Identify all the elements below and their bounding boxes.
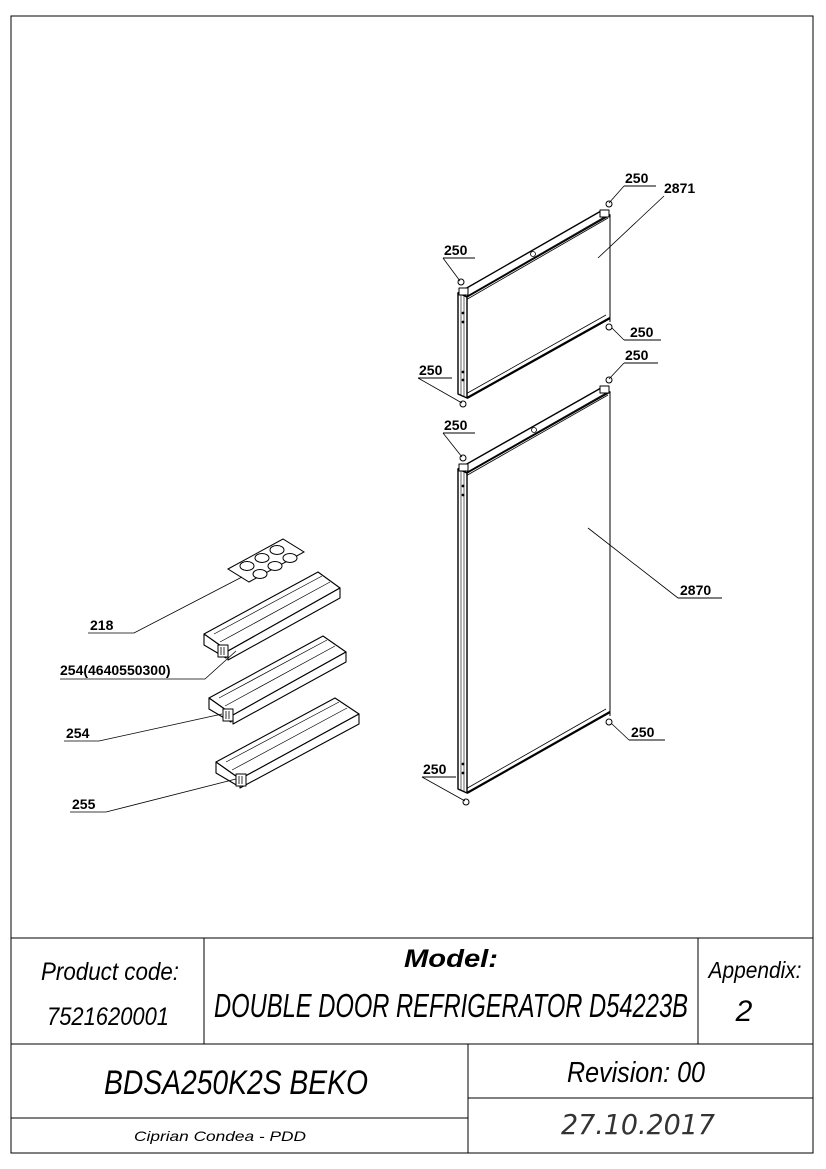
revision: Revision: 00: [567, 1057, 705, 1089]
author: Ciprian Condea - PDD: [134, 1128, 306, 1144]
callout-218: 218: [90, 617, 114, 633]
callout-2870: 2870: [680, 582, 711, 598]
product-code-value: 7521620001: [47, 1003, 169, 1031]
callout-255: 255: [72, 796, 96, 812]
callout-underlines: [418, 185, 722, 778]
leader-lines: [60, 185, 679, 813]
egg-tray: [227, 538, 305, 583]
brand-code: BDSA250K2S BEKO: [104, 1064, 368, 1102]
appendix-value: 2: [735, 995, 753, 1028]
callout-250-fridge-top-left: 250: [444, 417, 468, 433]
freezer-door: [457, 209, 611, 399]
callout-250-freezer-bottom-left: 250: [419, 362, 443, 378]
callout-250-top: 250: [625, 170, 649, 186]
door-balcony-1: [203, 571, 341, 661]
callout-254: 254: [66, 725, 90, 741]
callout-250-freezer-right: 250: [630, 324, 654, 340]
drawing-date: 27.10.2017: [561, 1108, 715, 1141]
sheet-border: [10, 15, 814, 1154]
fridge-door: [457, 385, 611, 794]
product-code-label: Product code:: [41, 958, 179, 986]
hinge-bushings: [457, 200, 613, 806]
callout-250-fridge-bottom-right: 250: [631, 724, 655, 740]
door-balcony-3: [215, 697, 360, 789]
callout-250-freezer-top-left: 250: [444, 242, 468, 258]
model-label: Model:: [404, 945, 498, 973]
callout-2871: 2871: [664, 180, 695, 196]
title-block: [11, 937, 813, 1153]
callout-250-middle-right: 250: [625, 347, 649, 363]
callout-254-part-number: 254(4640550300): [60, 662, 171, 678]
model-value: DOUBLE DOOR REFRIGERATOR D54223B: [214, 987, 688, 1024]
door-balcony-2: [208, 635, 347, 725]
appendix-label: Appendix:: [707, 957, 802, 983]
callout-250-fridge-bottom-left: 250: [423, 761, 447, 777]
